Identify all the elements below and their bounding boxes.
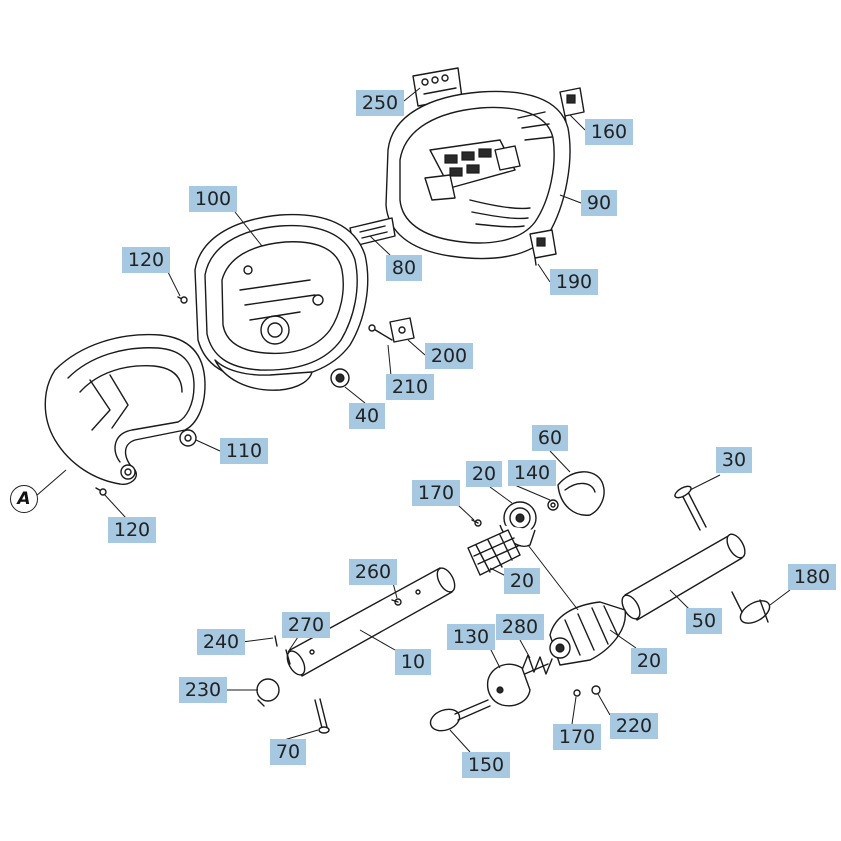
callout-260: 260	[349, 559, 397, 585]
callout-180: 180	[788, 564, 836, 590]
part-240-pin	[274, 635, 278, 647]
callout-40: 40	[349, 403, 385, 429]
part-180-knob	[731, 591, 771, 624]
part-160-switch	[559, 87, 585, 123]
part-110-lower-housing	[44, 333, 206, 485]
callout-110: 110	[220, 438, 268, 464]
part-210-pin	[368, 324, 393, 341]
callout-60: 60	[532, 425, 568, 451]
leader-lines	[35, 87, 791, 753]
callout-50: 50	[686, 608, 722, 634]
callout-190: 190	[550, 269, 598, 295]
callout-270: 270	[282, 612, 330, 638]
callout-120-upper: 120	[122, 247, 170, 273]
part-170-screw-upper	[471, 519, 482, 527]
part-140-nut	[547, 499, 559, 511]
callout-20-upper: 20	[466, 461, 502, 487]
view-marker-a: A	[10, 485, 38, 513]
part-190-switch	[529, 229, 557, 266]
callout-10: 10	[395, 649, 431, 675]
callout-240: 240	[197, 629, 245, 655]
callout-230: 230	[179, 677, 227, 703]
part-220-washer	[591, 685, 601, 695]
part-20-ribbed-coupler	[467, 529, 521, 576]
part-270-pin	[285, 649, 291, 665]
part-50-shaft-tube	[621, 533, 746, 621]
part-100-handle-frame	[194, 213, 369, 391]
callout-210: 210	[386, 374, 434, 400]
part-40-grommet	[330, 368, 350, 388]
part-170-screw-lower	[573, 689, 581, 697]
callout-170-upper: 170	[412, 480, 460, 506]
callout-120-lower: 120	[108, 517, 156, 543]
callout-170-lower: 170	[553, 724, 601, 750]
callout-80: 80	[386, 255, 422, 281]
callout-250: 250	[356, 90, 404, 116]
callout-20-middle: 20	[504, 568, 540, 594]
callout-90: 90	[581, 190, 617, 216]
part-30-bolt	[674, 485, 707, 531]
callout-200: 200	[425, 343, 473, 369]
part-120-screw-lower	[95, 487, 107, 496]
part-90-handle-grip	[385, 90, 571, 260]
callout-160: 160	[585, 119, 633, 145]
part-70-pin	[314, 698, 330, 734]
part-230-clip	[256, 678, 280, 707]
callout-150: 150	[462, 752, 510, 778]
part-280-spring	[519, 654, 553, 677]
part-130-lock-housing	[486, 663, 531, 707]
part-20-ribbed-coupler-lower	[549, 601, 626, 666]
callout-100: 100	[189, 186, 237, 212]
part-260-screw	[391, 598, 402, 606]
callout-70: 70	[270, 739, 306, 765]
callout-140: 140	[508, 460, 556, 486]
callout-130: 130	[447, 624, 495, 650]
part-150-knob	[429, 699, 491, 732]
callout-280: 280	[496, 614, 544, 640]
callout-220: 220	[610, 713, 658, 739]
callout-30: 30	[716, 447, 752, 473]
part-60-end-cap	[557, 471, 605, 516]
part-200-trigger	[389, 317, 415, 343]
callout-20-lower: 20	[631, 648, 667, 674]
part-120-screw-upper	[177, 296, 188, 304]
part-10-shaft-tube	[286, 567, 456, 677]
